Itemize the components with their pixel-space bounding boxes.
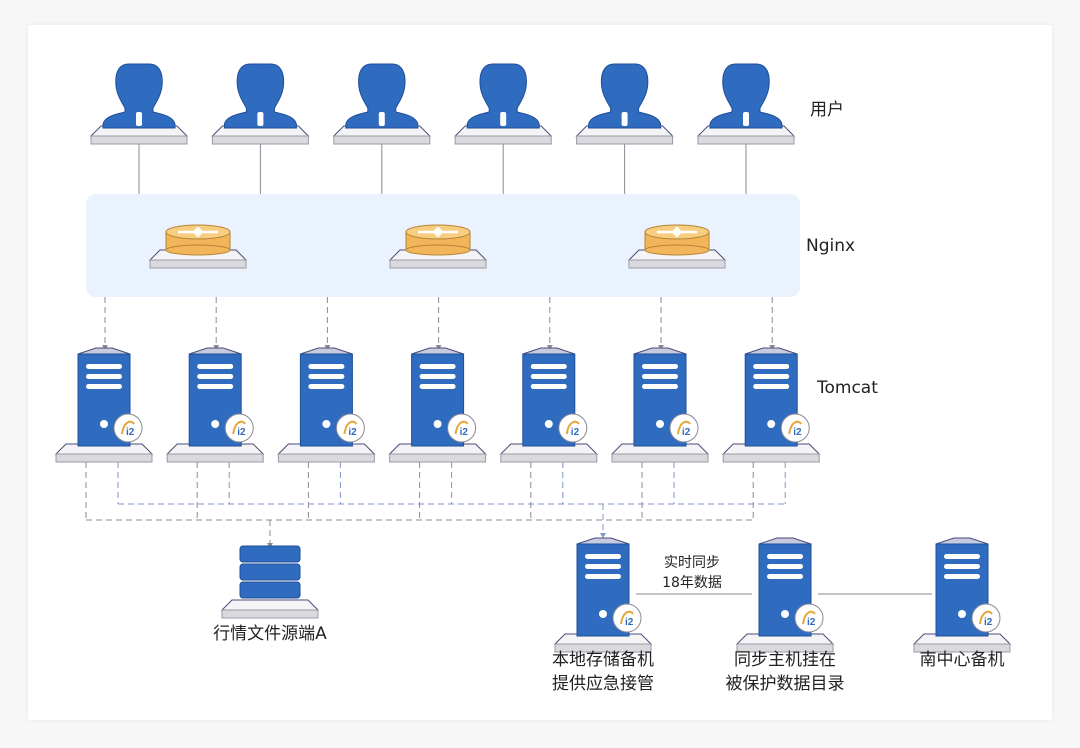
sync-link-label-line1: 实时同步 xyxy=(663,555,720,571)
tier-label-users: 用户 xyxy=(810,100,844,120)
user-icon xyxy=(91,64,187,144)
local-backup-server-icon xyxy=(555,538,651,652)
local-backup-label-line1: 本地存储备机 xyxy=(552,650,654,670)
sync-link-label: 实时同步 18年数据 xyxy=(662,553,722,593)
source-node-label: 行情文件源端A xyxy=(213,624,327,644)
south-backup-server-icon xyxy=(914,538,1010,652)
user-icon xyxy=(455,64,551,144)
tomcat-server-icon xyxy=(390,348,486,462)
user-icon xyxy=(212,64,308,144)
user-icon xyxy=(334,64,430,144)
sync-host-label-line2: 被保护数据目录 xyxy=(725,674,845,694)
sync-link-label-line2: 18年数据 xyxy=(662,575,722,591)
tier-label-tomcat: Tomcat xyxy=(817,378,878,398)
user-icon xyxy=(698,64,794,144)
sync-host-label-line1: 同步主机挂在 xyxy=(734,650,836,670)
tomcat-server-icon xyxy=(278,348,374,462)
nginx-router-icon xyxy=(629,225,725,268)
arrow-down-icon xyxy=(600,533,606,538)
nginx-router-icon xyxy=(150,225,246,268)
tomcat-server-icon xyxy=(56,348,152,462)
tomcat-server-icon xyxy=(167,348,263,462)
sync-host-server-icon xyxy=(737,538,833,652)
local-backup-label: 本地存储备机 提供应急接管 xyxy=(552,648,654,696)
tomcat-server-icon xyxy=(501,348,597,462)
user-icon xyxy=(577,64,673,144)
tomcat-server-icon xyxy=(723,348,819,462)
nginx-router-icon xyxy=(390,225,486,268)
source-storage-icon xyxy=(222,546,318,618)
local-backup-label-line2: 提供应急接管 xyxy=(552,674,654,694)
tomcat-server-icon xyxy=(612,348,708,462)
south-backup-label: 南中心备机 xyxy=(919,650,1005,670)
tier-label-nginx: Nginx xyxy=(806,236,856,256)
sync-host-label: 同步主机挂在 被保护数据目录 xyxy=(726,648,845,696)
